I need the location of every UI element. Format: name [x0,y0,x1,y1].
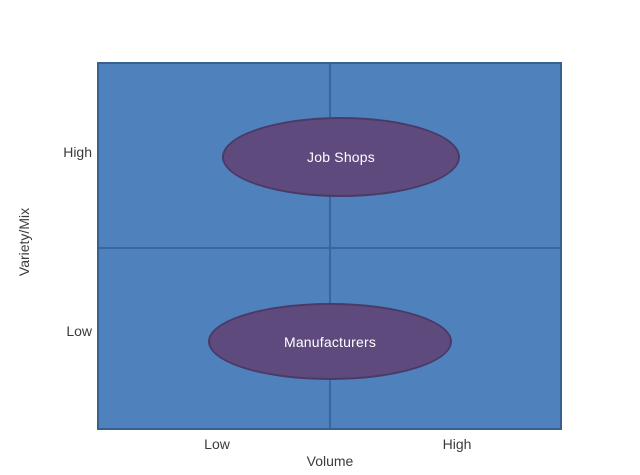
job-shops-label: Job Shops [307,149,375,165]
vertical-divider [329,64,331,428]
job-shops-ellipse: Job Shops [222,117,460,197]
y-axis-low-label: Low [66,323,92,339]
y-axis-high-label: High [63,144,92,160]
manufacturers-label: Manufacturers [283,333,377,350]
y-axis-title: Variety/Mix [16,207,32,277]
x-axis-title: Volume [306,453,354,469]
manufacturers-ellipse: Manufacturers [208,303,452,380]
volume-variety-matrix: Job Shops Manufacturers [97,62,562,430]
x-axis-high-label: High [442,436,472,452]
x-axis-low-label: Low [204,436,230,452]
horizontal-divider [99,247,560,249]
